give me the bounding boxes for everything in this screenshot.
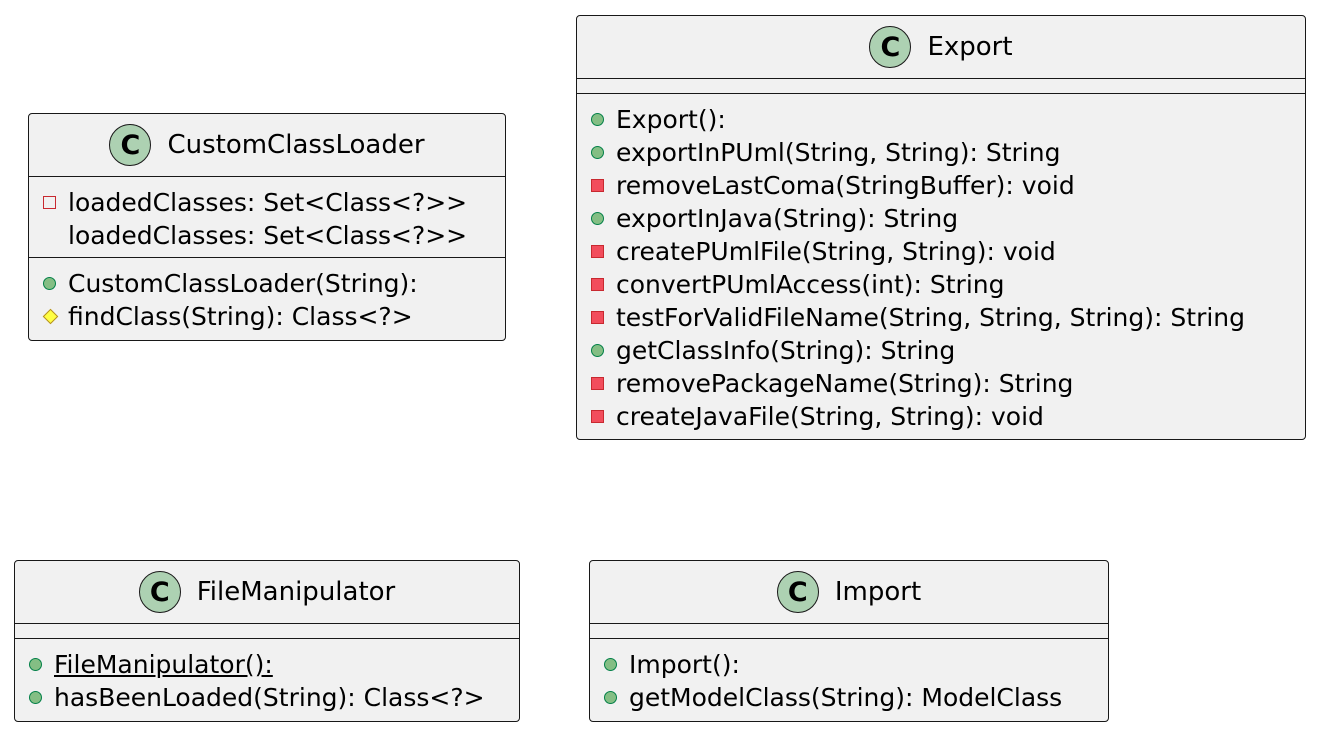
fields-section <box>577 79 1305 94</box>
public-method-icon <box>591 146 604 159</box>
field-text: loadedClasses: Set<Class<?>> <box>68 221 468 250</box>
method-row: FileManipulator(): <box>15 648 519 681</box>
public-method-icon <box>604 658 617 671</box>
methods-section: Import(): getModelClass(String): ModelCl… <box>590 639 1108 719</box>
class-c-icon: C <box>776 571 819 613</box>
class-c-icon: C <box>109 124 152 166</box>
method-row: createJavaFile(String, String): void <box>577 400 1305 433</box>
public-method-icon <box>29 658 42 671</box>
method-row: Export(): <box>577 103 1305 136</box>
methods-section: CustomClassLoader(String): findClass(Str… <box>29 258 505 338</box>
method-text: getClassInfo(String): String <box>616 336 956 365</box>
method-text: createJavaFile(String, String): void <box>616 402 1044 431</box>
method-row: testForValidFileName(String, String, Str… <box>577 301 1305 334</box>
method-text: Export(): <box>616 105 726 134</box>
fields-section <box>590 624 1108 639</box>
class-name: Import <box>834 577 922 607</box>
class-c-icon: C <box>138 571 181 613</box>
field-row: loadedClasses: Set<Class<?>> <box>29 186 505 219</box>
method-text: exportInJava(String): String <box>616 204 959 233</box>
method-text: getModelClass(String): ModelClass <box>629 683 1063 712</box>
class-box-export[interactable]: C Export Export(): exportInPUml(String, … <box>576 15 1306 440</box>
field-row: loadedClasses: Set<Class<?>> <box>29 219 505 252</box>
method-row: exportInJava(String): String <box>577 202 1305 235</box>
method-row: getClassInfo(String): String <box>577 334 1305 367</box>
method-row: CustomClassLoader(String): <box>29 267 505 300</box>
methods-section: FileManipulator(): hasBeenLoaded(String)… <box>15 639 519 719</box>
method-row: convertPUmlAccess(int): String <box>577 268 1305 301</box>
private-method-icon <box>591 278 604 291</box>
class-box-import[interactable]: C Import Import(): getModelClass(String)… <box>589 560 1109 722</box>
private-method-icon <box>591 311 604 324</box>
fields-section: loadedClasses: Set<Class<?>> loadedClass… <box>29 177 505 258</box>
public-method-icon <box>604 691 617 704</box>
method-text: convertPUmlAccess(int): String <box>616 270 1005 299</box>
method-text: exportInPUml(String, String): String <box>616 138 1061 167</box>
no-visibility-icon <box>43 229 56 242</box>
static-method-text: FileManipulator(): <box>54 650 273 679</box>
private-method-icon <box>591 377 604 390</box>
public-method-icon <box>591 344 604 357</box>
method-text: CustomClassLoader(String): <box>68 269 418 298</box>
public-method-icon <box>591 113 604 126</box>
public-method-icon <box>43 277 56 290</box>
class-name: FileManipulator <box>196 577 396 607</box>
method-row: findClass(String): Class<?> <box>29 300 505 333</box>
private-method-icon <box>591 245 604 258</box>
method-text: removePackageName(String): String <box>616 369 1074 398</box>
class-box-filemanipulator[interactable]: C FileManipulator FileManipulator(): has… <box>14 560 520 722</box>
private-method-icon <box>591 179 604 192</box>
class-name: CustomClassLoader <box>167 130 425 160</box>
method-row: createPUmlFile(String, String): void <box>577 235 1305 268</box>
method-row: removeLastComa(StringBuffer): void <box>577 169 1305 202</box>
method-row: hasBeenLoaded(String): Class<?> <box>15 681 519 714</box>
method-text: findClass(String): Class<?> <box>68 302 413 331</box>
class-name: Export <box>927 32 1013 62</box>
fields-section <box>15 624 519 639</box>
class-header: C CustomClassLoader <box>29 114 505 177</box>
methods-section: Export(): exportInPUml(String, String): … <box>577 94 1305 438</box>
public-method-icon <box>591 212 604 225</box>
private-field-icon <box>43 196 56 209</box>
field-text: loadedClasses: Set<Class<?>> <box>68 188 468 217</box>
method-text: testForValidFileName(String, String, Str… <box>616 303 1246 332</box>
method-row: Import(): <box>590 648 1108 681</box>
method-text: removeLastComa(StringBuffer): void <box>616 171 1075 200</box>
class-header: C Export <box>577 16 1305 79</box>
class-c-icon: C <box>869 26 912 68</box>
method-row: getModelClass(String): ModelClass <box>590 681 1108 714</box>
method-row: removePackageName(String): String <box>577 367 1305 400</box>
protected-method-icon <box>42 308 59 325</box>
class-header: C FileManipulator <box>15 561 519 624</box>
private-method-icon <box>591 410 604 423</box>
method-text: hasBeenLoaded(String): Class<?> <box>54 683 485 712</box>
method-text: Import(): <box>629 650 740 679</box>
method-text: createPUmlFile(String, String): void <box>616 237 1056 266</box>
class-box-customclassloader[interactable]: C CustomClassLoader loadedClasses: Set<C… <box>28 113 506 341</box>
method-row: exportInPUml(String, String): String <box>577 136 1305 169</box>
class-header: C Import <box>590 561 1108 624</box>
public-method-icon <box>29 691 42 704</box>
